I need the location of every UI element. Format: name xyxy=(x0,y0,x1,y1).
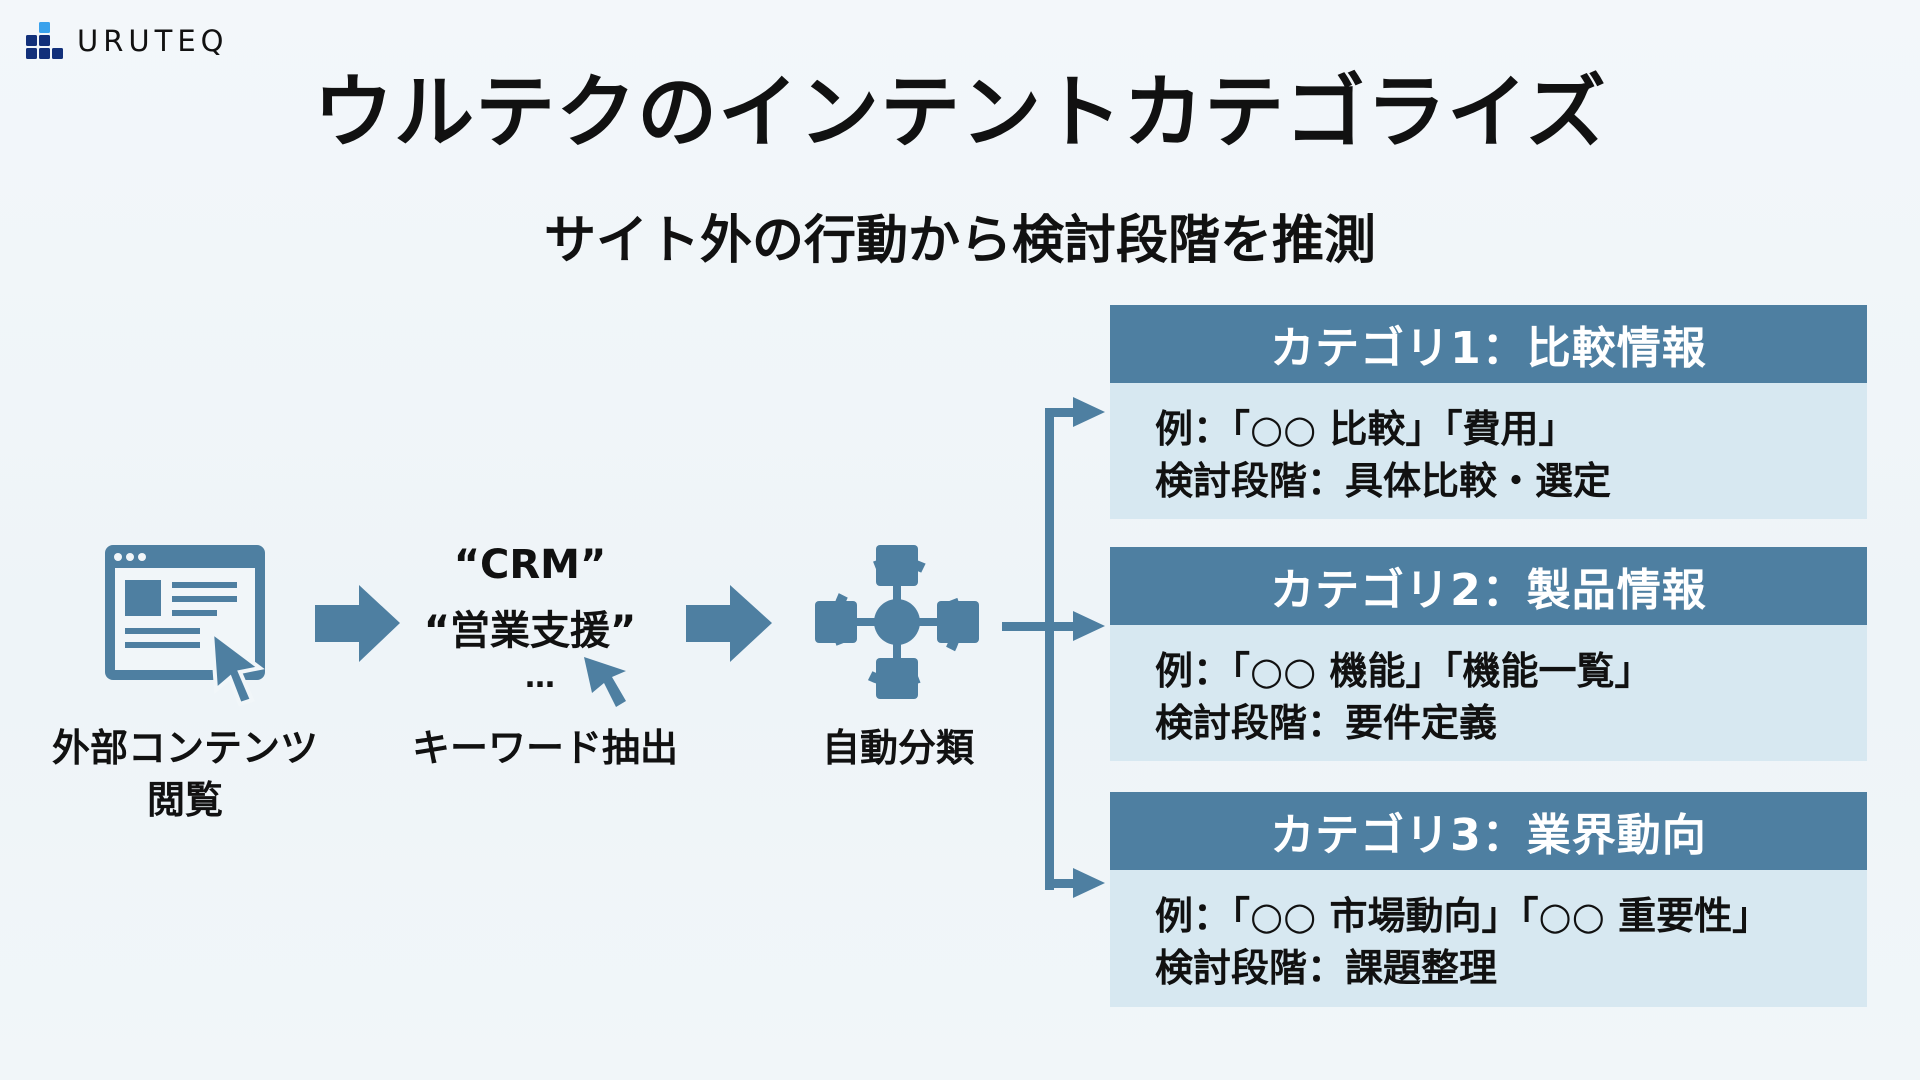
browser-cursor-icon xyxy=(105,545,265,707)
category-body: 例：「○○ 比較」「費用」 検討段階：具体比較・選定 xyxy=(1110,383,1867,519)
page-title: ウルテクのインテントカテゴライズ xyxy=(313,66,1607,159)
step-label-line: 外部コンテンツ xyxy=(51,726,318,770)
arrow-right-icon xyxy=(315,585,400,662)
step-label-auto-classification: 自動分類 xyxy=(821,726,974,770)
branch-stem-1 xyxy=(1045,408,1075,417)
category-example: 例：「○○ 比較」「費用」 xyxy=(1155,407,1577,451)
branch-connector xyxy=(1002,397,1105,898)
category-card-3: カテゴリ3：業界動向 例：「○○ 市場動向」「○○ 重要性」 検討段階：課題整理 xyxy=(1110,792,1867,1007)
category-title: カテゴリ3：業界動向 xyxy=(1110,792,1867,870)
page-subtitle: サイト外の行動から検討段階を推測 xyxy=(543,211,1376,271)
branch-arrowhead-3 xyxy=(1073,868,1105,898)
logo-text: URUTEQ xyxy=(77,24,229,58)
step-label-line: 閲覧 xyxy=(146,778,223,822)
keyword-example-sales-support: “営業支援” xyxy=(423,608,637,654)
branch-arrowhead-2 xyxy=(1073,611,1105,641)
branch-stem-3 xyxy=(1045,879,1075,888)
category-card-2: カテゴリ2：製品情報 例：「○○ 機能」「機能一覧」 検討段階：要件定義 xyxy=(1110,547,1867,761)
category-card-1: カテゴリ1：比較情報 例：「○○ 比較」「費用」 検討段階：具体比較・選定 xyxy=(1110,305,1867,519)
keyword-ellipsis: … xyxy=(525,660,555,695)
arrow-right-icon xyxy=(686,585,772,662)
category-title: カテゴリ2：製品情報 xyxy=(1110,547,1867,625)
brand-logo: URUTEQ xyxy=(26,20,286,62)
category-stage: 検討段階：要件定義 xyxy=(1155,701,1498,745)
keyword-example-crm: “CRM” xyxy=(453,542,607,588)
branch-stem-2 xyxy=(1002,622,1075,631)
network-hub-icon xyxy=(815,545,979,699)
category-body: 例：「○○ 機能」「機能一覧」 検討段階：要件定義 xyxy=(1110,625,1867,761)
step-label-external-content: 外部コンテンツ 閲覧 xyxy=(20,722,350,826)
category-body: 例：「○○ 市場動向」「○○ 重要性」 検討段階：課題整理 xyxy=(1110,870,1867,1007)
step-label-keyword-extraction: キーワード抽出 xyxy=(411,726,678,770)
category-example: 例：「○○ 機能」「機能一覧」 xyxy=(1155,649,1653,693)
keyword-cursor-icon xyxy=(584,657,626,707)
category-stage: 検討段階：具体比較・選定 xyxy=(1155,459,1612,503)
category-example: 例：「○○ 市場動向」「○○ 重要性」 xyxy=(1155,894,1771,938)
branch-arrowhead-1 xyxy=(1073,397,1105,427)
category-stage: 検討段階：課題整理 xyxy=(1155,946,1498,990)
category-title: カテゴリ1：比較情報 xyxy=(1110,305,1867,383)
